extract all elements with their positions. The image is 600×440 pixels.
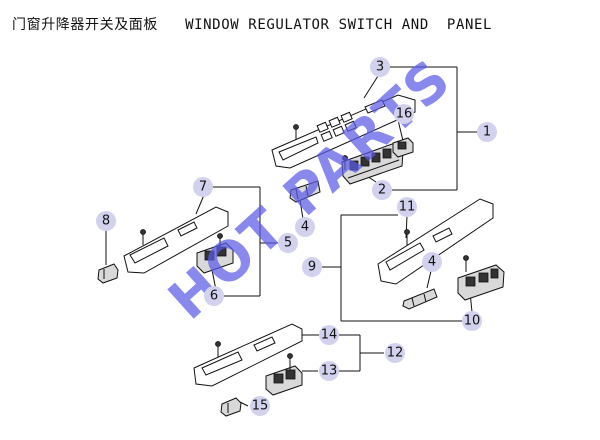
rear-left-switch xyxy=(196,242,234,274)
callout-label: 14 xyxy=(321,328,338,343)
rear-left-door-panel xyxy=(123,206,229,274)
callout-10: 10 xyxy=(462,311,482,331)
callout-11: 11 xyxy=(397,197,417,217)
screw-icon xyxy=(215,341,221,357)
callout-label: 9 xyxy=(308,260,316,275)
callout-label: 8 xyxy=(102,214,110,229)
rear-right-door-panel xyxy=(377,198,494,285)
callout-9: 9 xyxy=(302,257,322,277)
callout-label: 3 xyxy=(376,60,384,75)
screw-icon xyxy=(293,124,299,140)
callout-6: 6 xyxy=(204,286,224,306)
callout-label: 12 xyxy=(387,346,404,361)
callout-5: 5 xyxy=(278,233,298,253)
mounting-clip xyxy=(402,288,438,310)
callout-4-lower: 4 xyxy=(422,252,442,272)
retainer-clip xyxy=(220,397,242,417)
screw-icon xyxy=(287,353,293,370)
callout-label: 4 xyxy=(301,220,309,235)
callout-label: 5 xyxy=(284,236,292,251)
passenger-switch xyxy=(265,365,303,396)
callout-4-upper: 4 xyxy=(295,217,315,237)
callout-label: 16 xyxy=(396,107,413,122)
callout-15: 15 xyxy=(250,396,270,416)
lock-switch xyxy=(392,137,414,158)
callout-8: 8 xyxy=(96,211,116,231)
callout-2: 2 xyxy=(372,180,392,200)
main-window-switch xyxy=(341,142,404,185)
screw-icon xyxy=(463,255,469,272)
retainer-clip xyxy=(97,263,119,284)
screw-icon xyxy=(342,155,348,170)
screw-icon xyxy=(404,229,410,245)
callout-label: 4 xyxy=(428,255,436,270)
callout-label: 7 xyxy=(199,180,207,195)
callout-14: 14 xyxy=(319,325,339,345)
rear-right-switch xyxy=(457,264,505,301)
callout-label: 2 xyxy=(378,183,386,198)
callout-label: 11 xyxy=(399,200,416,215)
passenger-door-panel xyxy=(193,323,303,387)
callout-label: 1 xyxy=(483,125,491,140)
callout-12: 12 xyxy=(385,343,405,363)
front-door-switch-panel xyxy=(271,94,416,169)
callout-label: 10 xyxy=(464,314,481,329)
callout-label: 6 xyxy=(210,289,218,304)
callout-7: 7 xyxy=(193,177,213,197)
callout-13: 13 xyxy=(319,361,339,381)
screw-icon xyxy=(140,229,146,245)
callout-16: 16 xyxy=(394,104,414,124)
callout-label: 13 xyxy=(321,364,338,379)
mounting-clip xyxy=(289,180,321,203)
callout-1: 1 xyxy=(477,122,497,142)
callout-label: 15 xyxy=(252,399,269,414)
diagram-title: 门窗升降器开关及面板 WINDOW REGULATOR SWITCH AND P… xyxy=(12,17,493,33)
callout-3: 3 xyxy=(370,57,390,77)
screw-icon xyxy=(217,233,223,248)
